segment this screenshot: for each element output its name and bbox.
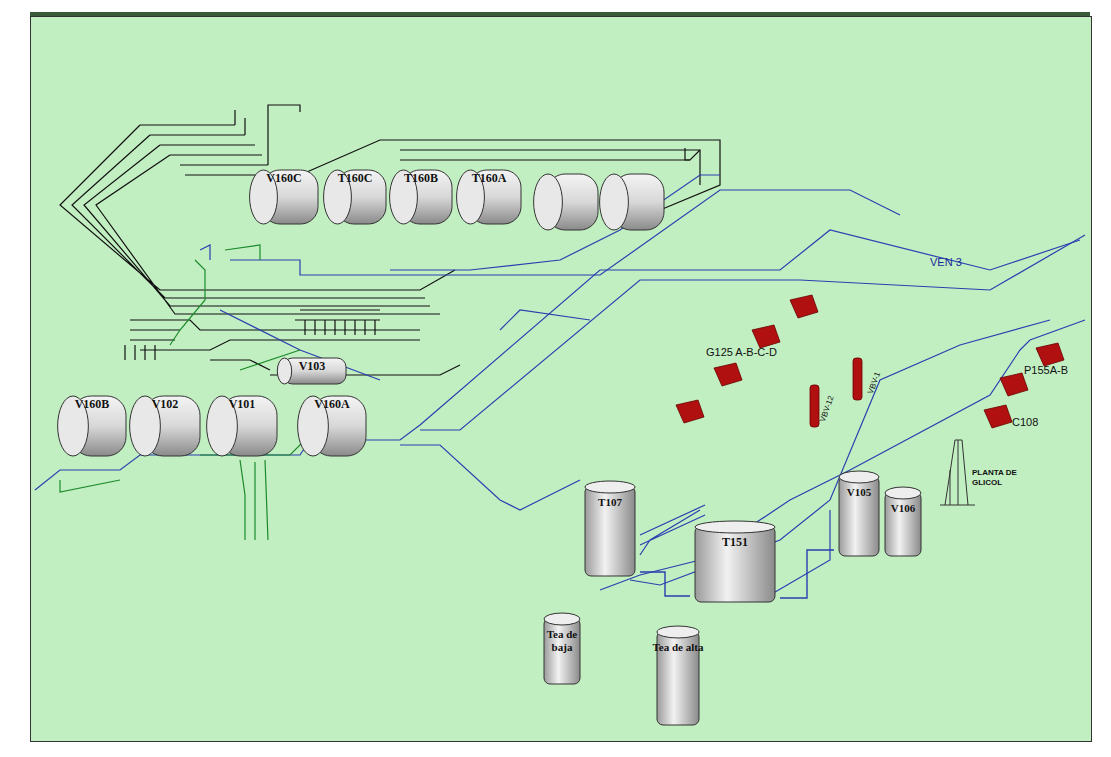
horizontal-drum: V160A — [292, 394, 372, 458]
tank-outline — [580, 480, 640, 582]
horizontal-drum: V160C — [244, 168, 324, 226]
tank-tag: V160C — [244, 172, 324, 185]
equipment-label: VBV-12 — [818, 394, 836, 423]
drum-outline — [532, 172, 600, 232]
tank-tag: V160A — [292, 398, 372, 411]
tank-tag: Tea de baja — [539, 628, 585, 654]
tank-outline — [652, 625, 704, 731]
equipment-label: VBV-1 — [866, 371, 882, 395]
tank-tag: V101 — [201, 398, 283, 411]
vertical-tank: Tea de baja — [539, 612, 585, 690]
drum-tank — [598, 172, 666, 232]
tank-tag: V105 — [834, 486, 884, 499]
tank-tag: T107 — [580, 496, 640, 509]
vertical-tank: T107 — [580, 480, 640, 582]
equipment-label: G125 A-B-C-D — [706, 346, 777, 358]
tank-tag: V160B — [52, 398, 132, 411]
vertical-tank: V106 — [880, 486, 926, 562]
tank-tag: V102 — [124, 398, 206, 411]
horizontal-drum: V102 — [124, 394, 206, 458]
vertical-tank: V105 — [834, 470, 884, 562]
vertical-tank: T151 — [690, 520, 780, 608]
equipment-label: C108 — [1012, 416, 1038, 428]
equipment-label: PLANTA DE GLICOL — [972, 468, 1022, 488]
tank-tag: T160A — [451, 172, 527, 185]
tank-tag: Tea de alta — [652, 641, 704, 654]
tank-tag: V103 — [272, 360, 352, 373]
horizontal-drum: V160B — [52, 394, 132, 458]
pipe-connector — [780, 550, 834, 598]
drum-outline — [598, 172, 666, 232]
tank-outline — [880, 486, 926, 562]
equipment-label: VEN 3 — [930, 256, 962, 268]
equipment-label: P155A-B — [1024, 364, 1068, 376]
horizontal-drum: V101 — [201, 394, 283, 458]
horizontal-drum: V103 — [272, 356, 352, 386]
tank-tag: T160B — [384, 172, 458, 185]
tank-tag: T151 — [690, 536, 780, 549]
tank-outline — [690, 520, 780, 608]
tank-outline — [834, 470, 884, 562]
drum-tank — [532, 172, 600, 232]
vertical-tank: Tea de alta — [652, 625, 704, 731]
tank-tag: T160C — [318, 172, 392, 185]
pipe-connector — [640, 572, 690, 596]
horizontal-drum: T160C — [318, 168, 392, 226]
tank-tag: V106 — [880, 502, 926, 515]
horizontal-drum: T160B — [384, 168, 458, 226]
horizontal-drum: T160A — [451, 168, 527, 226]
